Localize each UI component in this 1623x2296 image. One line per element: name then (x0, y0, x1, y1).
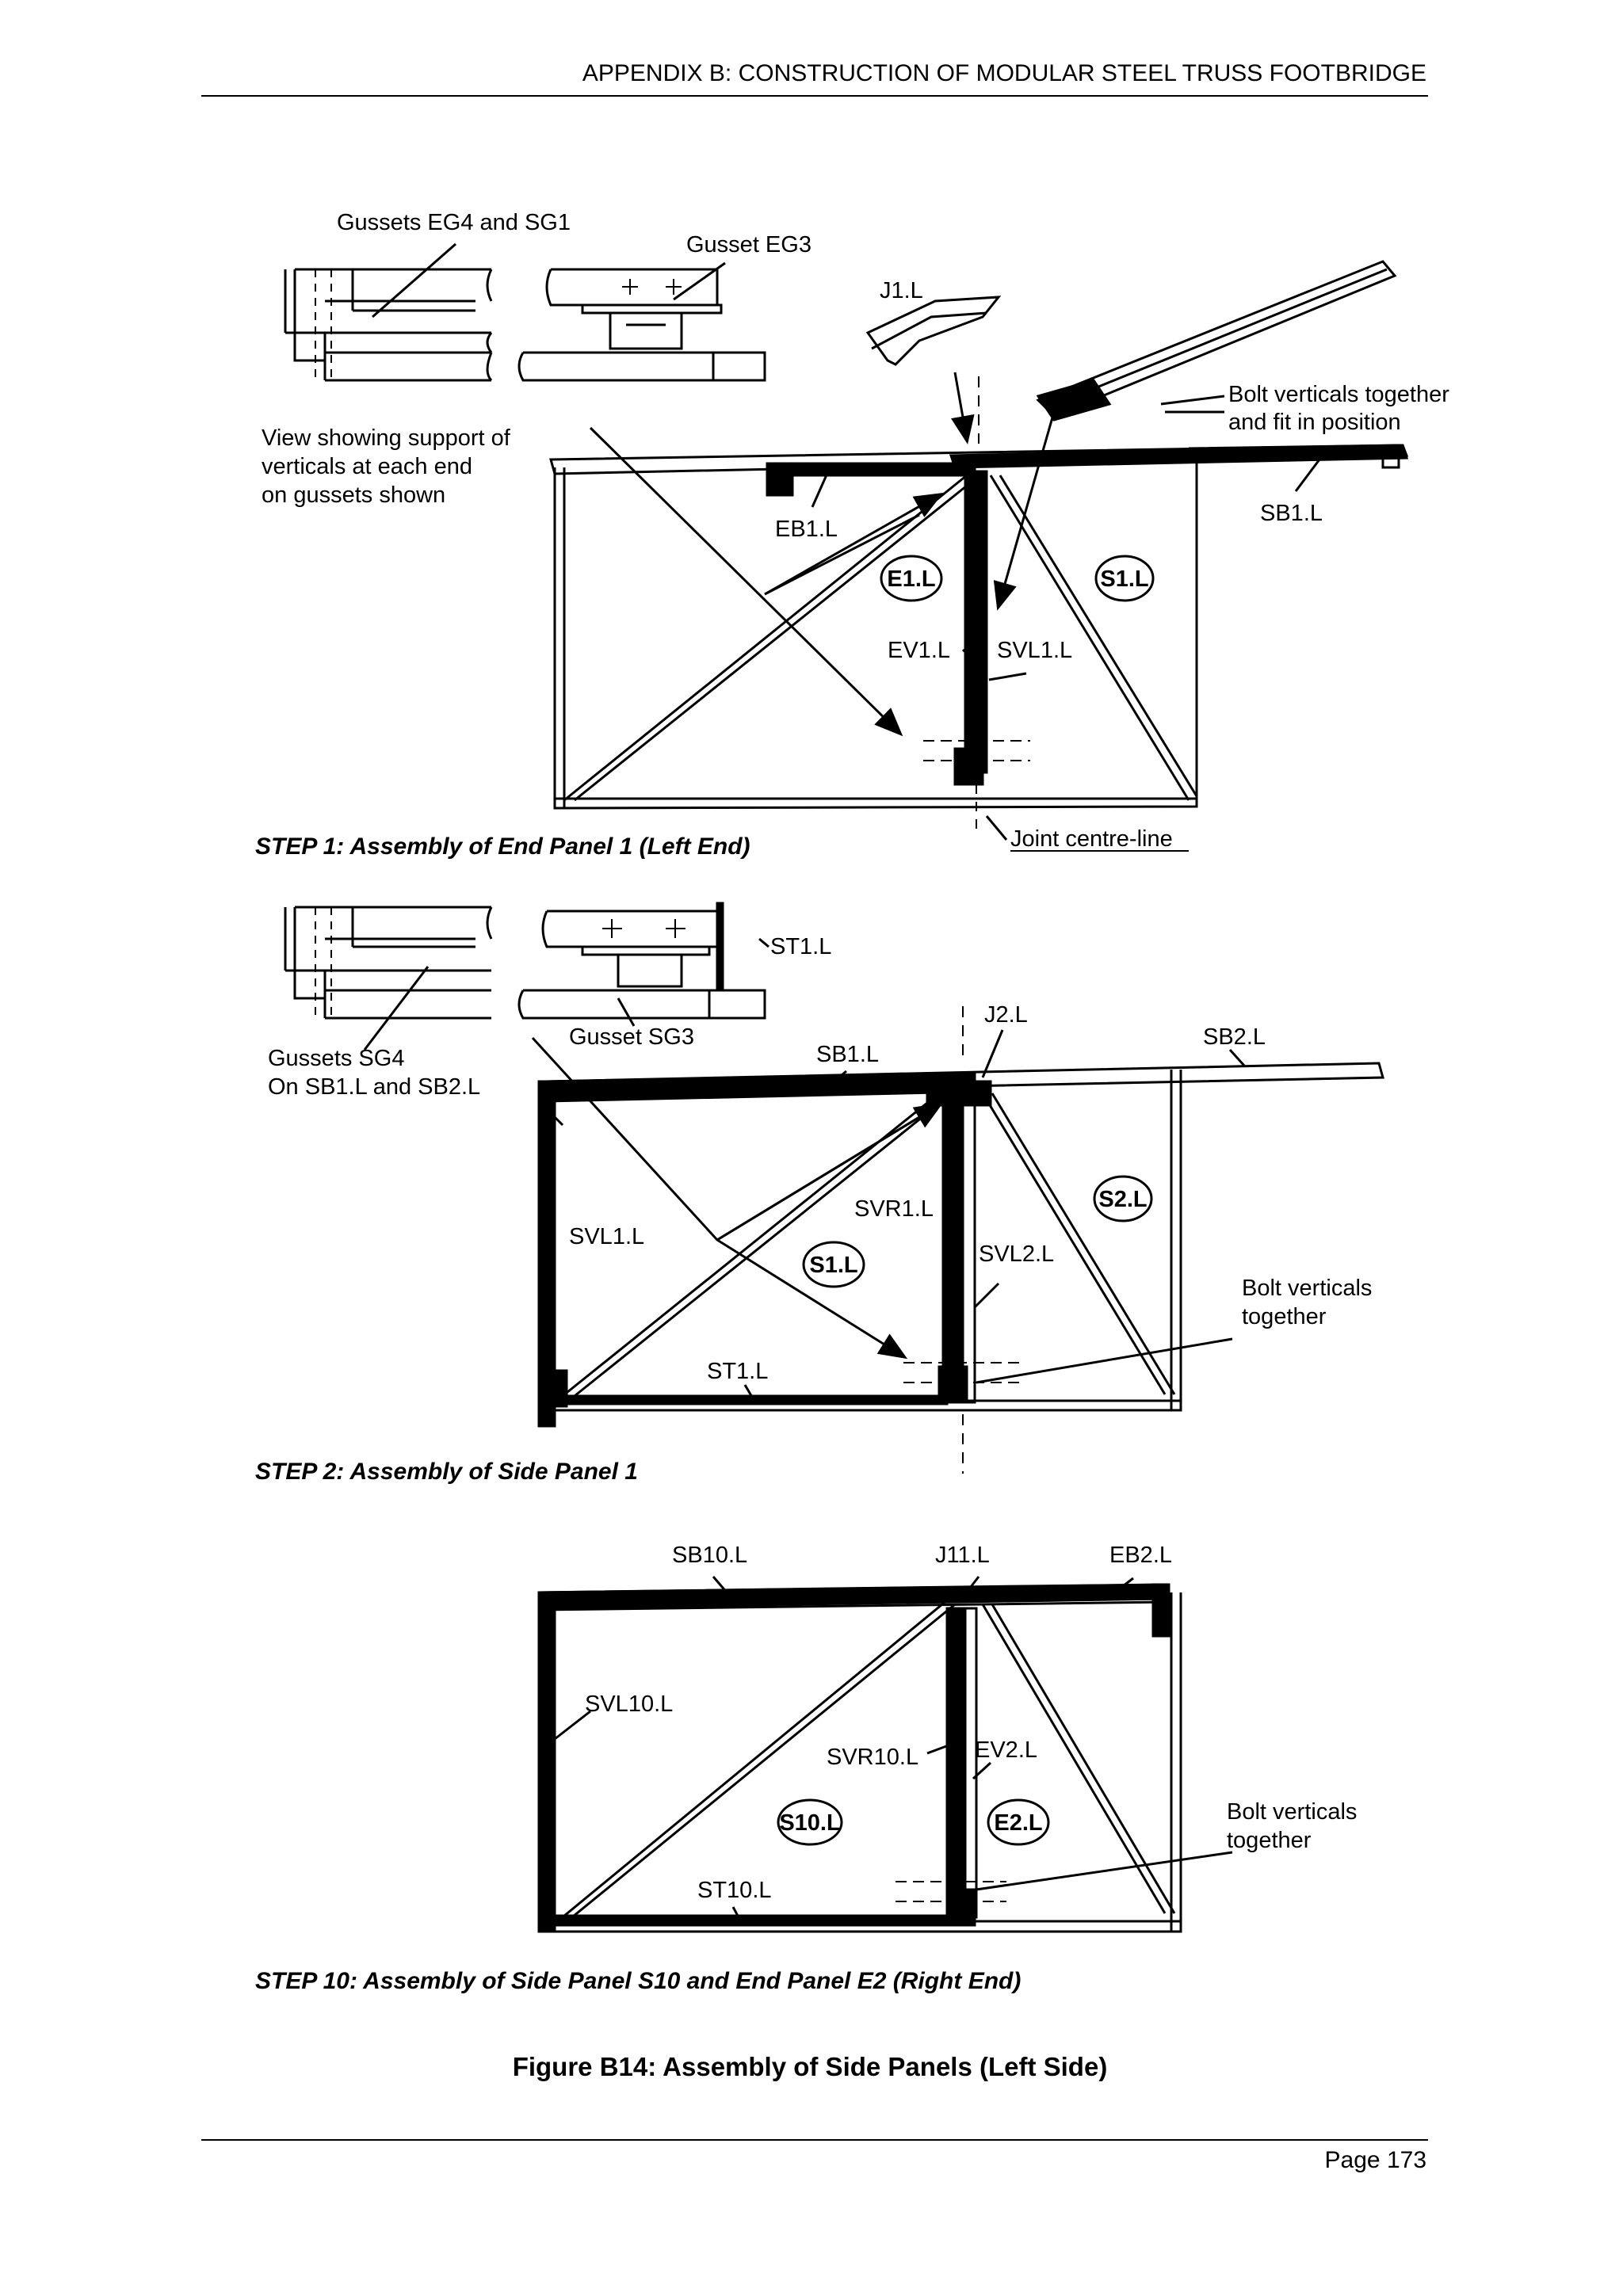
step1-view-arrow (589, 426, 903, 737)
label-svr10: SVR10.L (827, 1745, 918, 1770)
label-svl1-step2: SVL1.L (569, 1224, 644, 1249)
label-view-note-3: on gussets shown (262, 482, 445, 508)
step10-s10-circle (777, 1798, 843, 1846)
label-view-note-1: View showing support of (262, 425, 511, 451)
label-st1: ST1.L (707, 1359, 768, 1384)
page-header: APPENDIX B: CONSTRUCTION OF MODULAR STEE… (201, 57, 1428, 97)
step1-truss (549, 444, 1409, 832)
step10-caption: STEP 10: Assembly of Side Panel S10 and … (255, 1968, 1021, 1994)
label-eb2: EB2.L (1109, 1543, 1172, 1568)
step2-caption: STEP 2: Assembly of Side Panel 1 (255, 1459, 638, 1485)
label-s1-step2: S1.L (809, 1253, 857, 1278)
step1-gusset-detail-right (517, 268, 766, 382)
label-bolt-note-2: and fit in position (1228, 410, 1401, 435)
label-j1: J1.L (880, 278, 923, 303)
step1-gusset-detail-left (284, 268, 493, 382)
step1-arrow-upper (764, 493, 944, 596)
label-joint-centre-line: Joint centre-line (1010, 826, 1173, 852)
step1-e1-circle (880, 555, 943, 602)
header-title: APPENDIX B: CONSTRUCTION OF MODULAR STEE… (582, 60, 1426, 86)
label-bolt-step2-1: Bolt verticals (1242, 1276, 1372, 1301)
label-svl10: SVL10.L (585, 1691, 673, 1717)
step1-sb1-member (1036, 260, 1397, 421)
label-svr1: SVR1.L (854, 1196, 934, 1222)
label-svl1: SVL1.L (997, 638, 1072, 663)
step2-gusset-detail-left (284, 906, 493, 1020)
label-eb1: EB1.L (775, 517, 838, 542)
label-bolt-note-1: Bolt verticals together (1228, 382, 1449, 407)
label-st10: ST10.L (697, 1878, 772, 1903)
label-view-note-2: verticals at each end (262, 454, 472, 479)
step2-truss (537, 1006, 1384, 1474)
step10-e2-circle (987, 1798, 1050, 1846)
label-ev2: EV2.L (975, 1737, 1037, 1763)
label-sb1: SB1.L (1260, 501, 1323, 526)
label-s2: S2.L (1098, 1187, 1147, 1212)
label-sb2: SB2.L (1203, 1024, 1266, 1050)
label-st1-top: ST1.L (770, 934, 831, 959)
label-gussets-eg4-sg1: Gussets EG4 and SG1 (337, 210, 571, 235)
label-bolt-step10-1: Bolt verticals (1227, 1799, 1357, 1825)
label-gusset-eg3: Gusset EG3 (686, 232, 812, 257)
label-sb1-step2: SB1.L (816, 1042, 879, 1067)
label-ev1: EV1.L (888, 638, 950, 663)
step1-s1-circle (1094, 555, 1155, 602)
label-e2: E2.L (994, 1810, 1042, 1836)
label-gusset-sg3: Gusset SG3 (569, 1024, 694, 1050)
label-s1: S1.L (1100, 566, 1148, 592)
step10-truss (537, 1583, 1182, 1933)
label-sb10: SB10.L (672, 1543, 747, 1568)
step1-caption: STEP 1: Assembly of End Panel 1 (Left En… (255, 833, 750, 860)
figure-caption: Figure B14: Assembly of Side Panels (Lef… (513, 2052, 1108, 2081)
step2-gusset-detail-right (517, 902, 766, 1020)
label-svl2: SVL2.L (979, 1241, 1054, 1267)
step1-arrow-lower (764, 513, 920, 596)
step1-bolt-arrow (993, 411, 1056, 611)
label-s10: S10.L (779, 1810, 840, 1836)
label-e1: E1.L (887, 566, 935, 592)
page-footer: Page 173 (201, 2139, 1428, 2173)
label-bolt-step10-2: together (1227, 1828, 1312, 1853)
label-j2: J2.L (984, 1002, 1028, 1028)
label-gussets-sg4-1: Gussets SG4 (268, 1046, 404, 1071)
step2-s2-circle (1093, 1175, 1153, 1222)
label-gussets-sg4-2: On SB1.L and SB2.L (268, 1074, 480, 1100)
label-j11: J11.L (935, 1543, 990, 1568)
page-number: Page 173 (1324, 2147, 1426, 2173)
step1-j1-bracket (865, 296, 1002, 366)
step1-j1-arrow (951, 372, 975, 444)
label-bolt-step2-2: together (1242, 1304, 1327, 1329)
step2-s1-circle (802, 1241, 865, 1288)
